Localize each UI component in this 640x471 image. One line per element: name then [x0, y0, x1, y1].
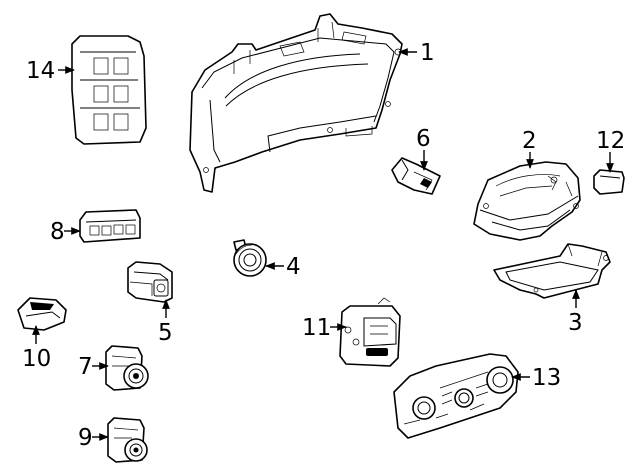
callout-9[interactable]: 9 — [78, 425, 93, 451]
part-1-instrument-cluster[interactable] — [189, 13, 403, 193]
callout-10[interactable]: 10 — [22, 346, 51, 372]
callout-labels: 1 2 3 4 5 6 7 8 9 10 11 12 13 14 — [22, 40, 625, 451]
part-11-headlamp-switch[interactable] — [339, 297, 401, 367]
leader-lines — [32, 48, 614, 441]
part-5-switch[interactable] — [127, 261, 173, 303]
part-6-sensor[interactable] — [391, 157, 441, 195]
callout-2[interactable]: 2 — [522, 128, 537, 154]
part-14-switch-assembly[interactable] — [71, 35, 147, 145]
part-4-ignition-switch[interactable] — [233, 239, 267, 277]
callout-4[interactable]: 4 — [286, 254, 301, 280]
callout-12[interactable]: 12 — [596, 128, 625, 154]
part-7-knob-switch[interactable] — [105, 345, 149, 391]
callout-7[interactable]: 7 — [78, 354, 93, 380]
callout-5[interactable]: 5 — [158, 320, 173, 346]
part-8-switch-panel[interactable] — [79, 209, 141, 243]
part-13-climate-control-panel[interactable] — [393, 353, 519, 439]
part-12-connector[interactable] — [593, 169, 625, 195]
part-10-switch[interactable] — [17, 297, 67, 331]
callout-14[interactable]: 14 — [26, 58, 55, 84]
part-9-knob-switch[interactable] — [107, 417, 148, 463]
part-2-control-module[interactable] — [473, 161, 581, 241]
callout-11[interactable]: 11 — [302, 315, 331, 341]
callout-3[interactable]: 3 — [568, 310, 583, 336]
callout-8[interactable]: 8 — [50, 219, 65, 245]
callout-1[interactable]: 1 — [420, 40, 435, 66]
callout-6[interactable]: 6 — [416, 126, 431, 152]
callout-13[interactable]: 13 — [532, 365, 561, 391]
part-3-bracket[interactable] — [493, 243, 611, 299]
